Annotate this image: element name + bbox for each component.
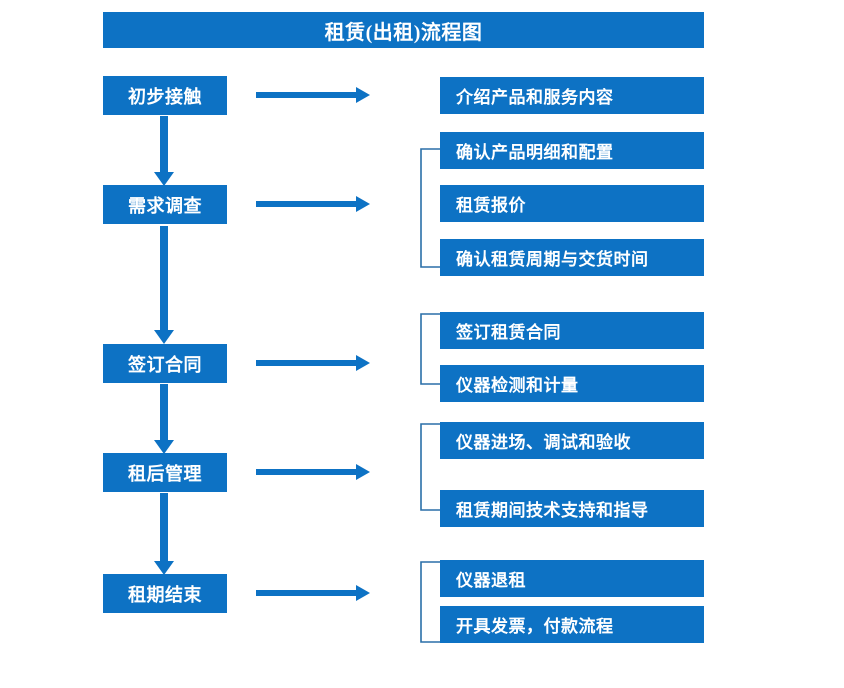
arrow-right-2	[256, 195, 370, 213]
stage-box-4[interactable]: 租后管理	[103, 453, 227, 492]
detail-box-2-2[interactable]: 租赁报价	[440, 185, 704, 222]
diagram-title: 租赁(出租)流程图	[103, 12, 704, 48]
stage-box-2[interactable]: 需求调查	[103, 185, 227, 224]
detail-box-4-2[interactable]: 租赁期间技术支持和指导	[440, 490, 704, 527]
detail-box-5-2[interactable]: 开具发票，付款流程	[440, 606, 704, 643]
bracket-group-5	[419, 561, 442, 643]
detail-box-5-1[interactable]: 仪器退租	[440, 560, 704, 597]
detail-box-4-1[interactable]: 仪器进场、调试和验收	[440, 422, 704, 459]
arrow-down-4	[153, 493, 175, 575]
arrow-right-5	[256, 584, 370, 602]
arrow-right-1	[256, 86, 370, 104]
bracket-group-4	[419, 423, 442, 511]
detail-box-1-1[interactable]: 介绍产品和服务内容	[440, 77, 704, 114]
stage-box-1[interactable]: 初步接触	[103, 76, 227, 115]
arrow-down-1	[153, 116, 175, 186]
detail-box-3-1[interactable]: 签订租赁合同	[440, 312, 704, 349]
detail-box-2-1[interactable]: 确认产品明细和配置	[440, 132, 704, 169]
detail-box-3-2[interactable]: 仪器检测和计量	[440, 365, 704, 402]
stage-box-3[interactable]: 签订合同	[103, 344, 227, 383]
arrow-right-3	[256, 354, 370, 372]
arrow-down-2	[153, 226, 175, 344]
stage-box-5[interactable]: 租期结束	[103, 574, 227, 613]
arrow-right-4	[256, 463, 370, 481]
detail-box-2-3[interactable]: 确认租赁周期与交货时间	[440, 239, 704, 276]
bracket-group-2	[419, 148, 442, 268]
bracket-group-3	[419, 313, 442, 385]
arrow-down-3	[153, 384, 175, 454]
